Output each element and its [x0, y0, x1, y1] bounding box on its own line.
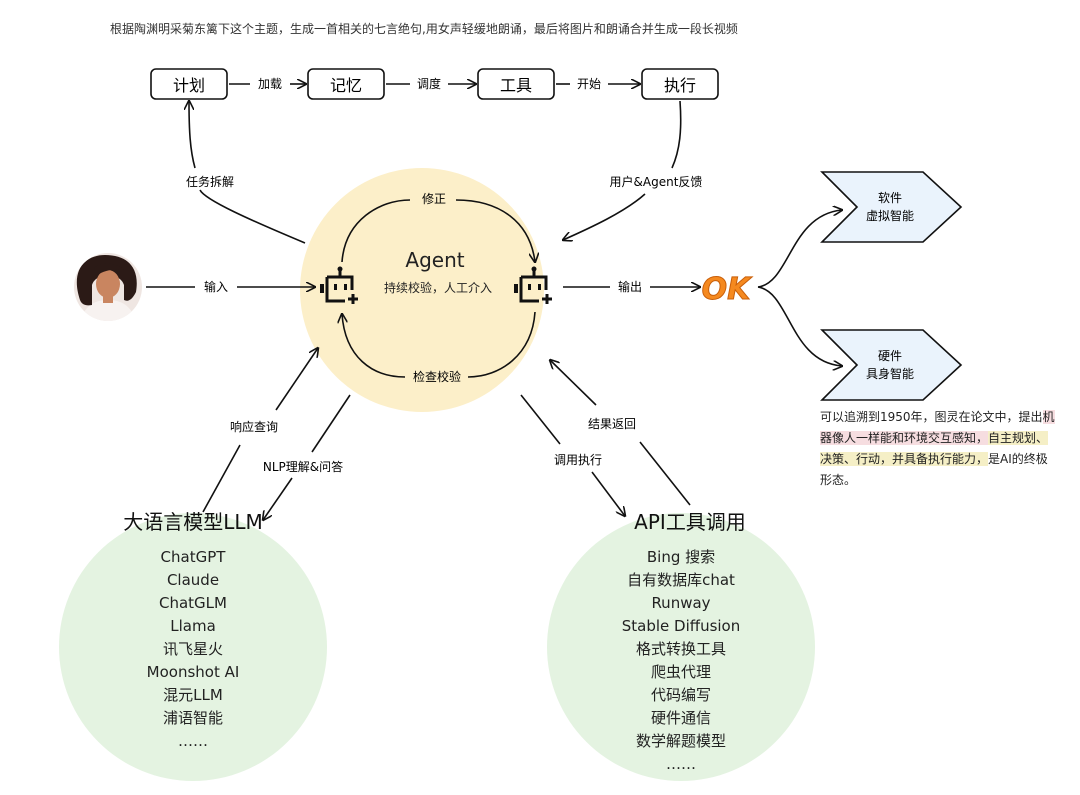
llm-item: Moonshot AI [147, 663, 240, 681]
arrow-input: 输入 [146, 279, 315, 294]
api-item: 代码编写 [651, 686, 711, 704]
llm-item: ChatGLM [159, 594, 227, 612]
agent-subtitle: 持续校验，人工介入 [384, 280, 492, 295]
step-execute: 执行 [641, 68, 719, 100]
loop-check-right [467, 311, 536, 378]
prompt-text: 根据陶渊明采菊东篱下这个主题，生成一首相关的七言绝句,用女声轻缓地朗诵，最后将图… [110, 22, 738, 36]
agent-title: Agent [405, 248, 464, 272]
loop-fix-left [341, 199, 411, 263]
llm-item: Llama [170, 617, 216, 635]
branch-software [757, 210, 842, 288]
llm-item: 混元LLM [163, 686, 223, 704]
api-item: 爬虫代理 [651, 663, 711, 681]
api-item: 硬件通信 [651, 709, 711, 727]
llm-item: 浦语智能 [163, 709, 223, 727]
feedback-label: 用户&Agent反馈 [610, 174, 703, 189]
arrow-output: 输出 [563, 279, 700, 294]
llm-item: 讯飞星火 [163, 640, 223, 658]
software-line2: 虚拟智能 [866, 208, 914, 223]
api-item: Stable Diffusion [622, 617, 741, 635]
api-item: 自有数据库chat [627, 571, 735, 589]
note-part4: 是AI的终极形态。 [820, 452, 1048, 487]
robot-icon-left [320, 266, 358, 304]
arrow-dispatch-label: 调度 [417, 76, 441, 91]
arrow-dispatch: 调度 [386, 76, 476, 91]
arrow-result: 结果返回 [550, 360, 691, 506]
output-label: 输出 [618, 279, 642, 294]
arrow-load: 加载 [229, 77, 306, 91]
api-item: Runway [651, 594, 710, 612]
result-label: 结果返回 [588, 417, 636, 431]
step-memory-label: 记忆 [330, 76, 362, 95]
arrow-call: 调用执行 [520, 394, 625, 516]
software-line1: 软件 [878, 191, 902, 205]
arrow-decompose: 任务拆解 [186, 101, 306, 244]
llm-circle [59, 513, 327, 781]
api-item: 数学解题模型 [636, 732, 726, 750]
input-label: 输入 [204, 279, 228, 294]
hardware-line2: 具身智能 [866, 366, 914, 381]
arrow-response: 响应查询 [202, 348, 318, 513]
step-memory: 记忆 [307, 68, 385, 100]
fix-label: 修正 [422, 191, 446, 206]
hardware-line1: 硬件 [878, 349, 902, 363]
check-label: 检查校验 [413, 369, 461, 384]
response-label: 响应查询 [230, 419, 278, 434]
arrow-nlp: NLP理解&问答 [263, 394, 351, 520]
loop-fix-right [455, 199, 535, 262]
step-plan: 计划 [150, 68, 228, 100]
llm-item: Claude [167, 571, 219, 589]
arrow-load-label: 加载 [258, 77, 282, 91]
arrow-feedback: 用户&Agent反馈 [563, 100, 703, 240]
nlp-label: NLP理解&问答 [263, 459, 343, 474]
api-circle [547, 513, 815, 781]
agent-circle [300, 168, 544, 412]
step-tools-label: 工具 [500, 76, 532, 95]
llm-item: ChatGPT [161, 548, 227, 566]
api-title: API工具调用 [634, 510, 746, 534]
arrow-start: 开始 [556, 77, 640, 91]
robot-icon-right [514, 266, 552, 304]
output-software: 软件 虚拟智能 [820, 171, 963, 243]
decompose-label: 任务拆解 [186, 174, 234, 189]
api-item: …… [666, 755, 696, 773]
step-plan-label: 计划 [173, 76, 205, 95]
llm-item: …… [178, 732, 208, 750]
branch-hardware [757, 286, 842, 366]
note-text: 可以追溯到1950年，图灵在论文中，提出机器像人一样能和环境交互感知，自主规划、… [820, 407, 1058, 491]
arrow-start-label: 开始 [577, 77, 601, 91]
step-execute-label: 执行 [664, 76, 696, 95]
output-hardware: 硬件 具身智能 [820, 329, 963, 401]
call-label: 调用执行 [554, 453, 602, 467]
step-tools: 工具 [477, 68, 555, 100]
llm-title: 大语言模型LLM [123, 510, 263, 534]
ok-badge: OK [702, 272, 754, 307]
user-avatar [74, 253, 142, 321]
api-item: Bing 搜索 [647, 548, 715, 566]
api-item: 格式转换工具 [636, 640, 726, 658]
loop-check-left [342, 314, 406, 378]
note-part1: 可以追溯到1950年，图灵在论文中，提出 [820, 410, 1043, 424]
